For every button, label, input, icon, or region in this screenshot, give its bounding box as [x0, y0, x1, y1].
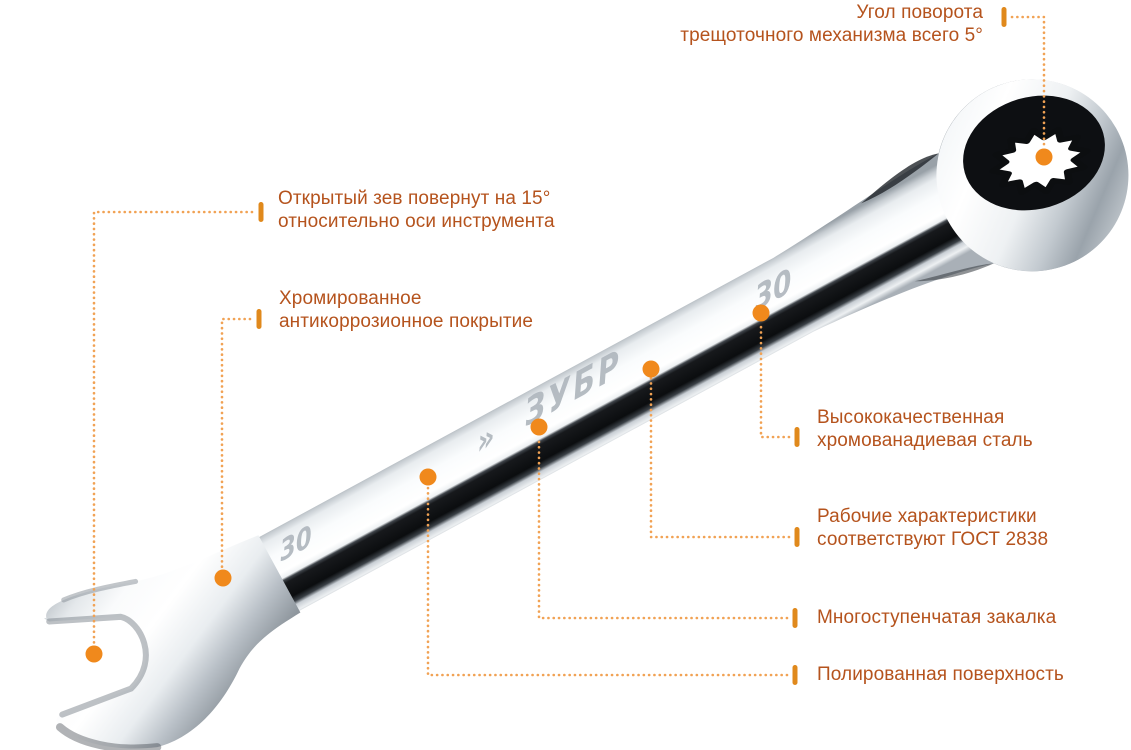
callout-tick-polished [792, 665, 798, 685]
callout-tick-chrome-coating [256, 309, 262, 329]
wrench-shaft [232, 79, 1129, 626]
feature-dot-ratchet-angle [1035, 148, 1053, 166]
callout-text-line: Многоступенчатая закалка [817, 607, 1057, 628]
feature-dot-gost [642, 360, 660, 378]
callout-text-line: Открытый зев повернут на 15° [278, 188, 551, 209]
callout-text-line: антикоррозионное покрытие [279, 311, 534, 332]
callout-hardening: Многоступенчатая закалка [817, 606, 1056, 629]
callout-connector-gost [649, 376, 791, 539]
callout-tick-hardening [792, 608, 798, 628]
callout-connector-hardening [537, 435, 789, 620]
feature-dot-steel [752, 304, 770, 322]
callout-text-line: Полированная поверхность [817, 664, 1064, 685]
callout-tick-open-jaw [258, 202, 264, 222]
callout-text-line: хромованадиевая сталь [817, 430, 1033, 451]
feature-dot-hardening [530, 418, 548, 436]
callout-text-line: Рабочие характеристики [817, 506, 1037, 527]
callout-steel: Высококачественная хромованадиевая сталь [817, 406, 1033, 452]
callout-tick-gost [794, 527, 800, 547]
callout-gost: Рабочие характеристики соответствуют ГОС… [817, 505, 1048, 551]
jaw-outer-shadow [55, 723, 162, 750]
callout-connector-chrome-coating [220, 317, 252, 570]
callout-polished: Полированная поверхность [817, 663, 1064, 686]
callout-open-jaw: Открытый зев повернут на 15° относительн… [278, 187, 555, 233]
callout-text-line: Высококачественная [817, 407, 1005, 428]
callout-tick-steel [794, 427, 800, 447]
callout-tick-ratchet-angle [1001, 7, 1007, 27]
callout-text-line: Угол поворота [856, 2, 983, 23]
feature-dot-chrome-coating [214, 569, 232, 587]
callout-text-line: соответствуют ГОСТ 2838 [817, 529, 1049, 550]
feature-dot-polished [419, 468, 437, 486]
neck-shadow-top [861, 153, 939, 204]
jaw-top-shade [61, 578, 139, 603]
zubr-logo-mark-icon: » [476, 416, 496, 463]
neck-shadow-bottom [914, 263, 994, 282]
callout-connector-polished [426, 485, 789, 677]
callout-text-line: Хромированное [279, 288, 422, 309]
callout-connector-open-jaw [92, 210, 254, 647]
callout-text-line: трещоточного механизма всего 5° [680, 25, 983, 46]
feature-dot-open-jaw [85, 645, 103, 663]
callout-connector-steel [759, 320, 791, 439]
wrench-body: 30 » ЗУБР 30 [44, 79, 1129, 750]
callout-text-line: относительно оси инструмента [278, 211, 555, 232]
callout-chrome-coating: Хромированное антикоррозионное покрытие [279, 287, 533, 333]
callout-ratchet-angle: Угол поворота трещоточного механизма все… [680, 1, 983, 47]
callout-connector-ratchet-angle [1010, 15, 1046, 150]
jaw-inner-shadow [46, 613, 149, 718]
